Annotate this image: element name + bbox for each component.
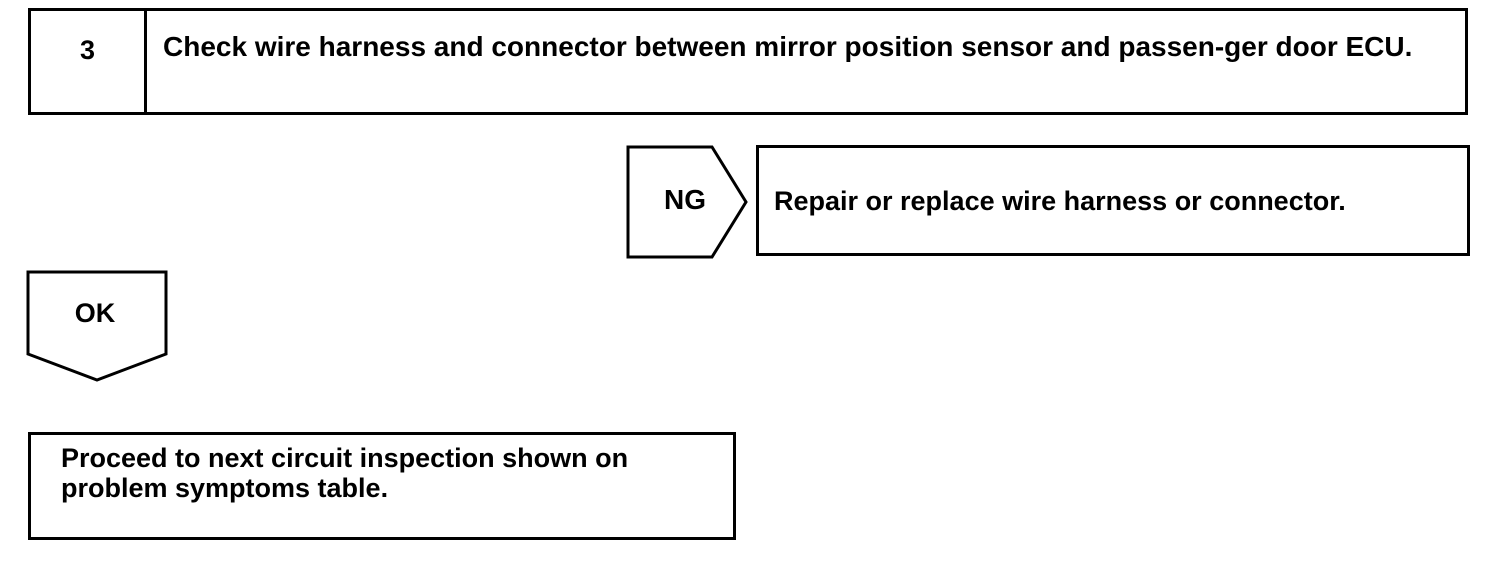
ng-result-text: Repair or replace wire harness or connec… bbox=[774, 186, 1346, 216]
ok-label: OK bbox=[74, 298, 116, 328]
ok-result-text: Proceed to next circuit inspection shown… bbox=[61, 443, 629, 503]
ng-arrow-shape bbox=[626, 145, 748, 259]
ng-result-box: Repair or replace wire harness or connec… bbox=[756, 145, 1470, 256]
ng-label: NG bbox=[664, 184, 706, 215]
step-title: Check wire harness and connector between… bbox=[163, 31, 1413, 62]
ok-result-box: Proceed to next circuit inspection shown… bbox=[28, 432, 736, 540]
step-number-cell: 3 bbox=[31, 11, 147, 112]
ok-arrow-shape bbox=[26, 270, 168, 382]
step-header-box: 3 Check wire harness and connector betwe… bbox=[28, 8, 1468, 115]
step-number: 3 bbox=[79, 35, 96, 65]
